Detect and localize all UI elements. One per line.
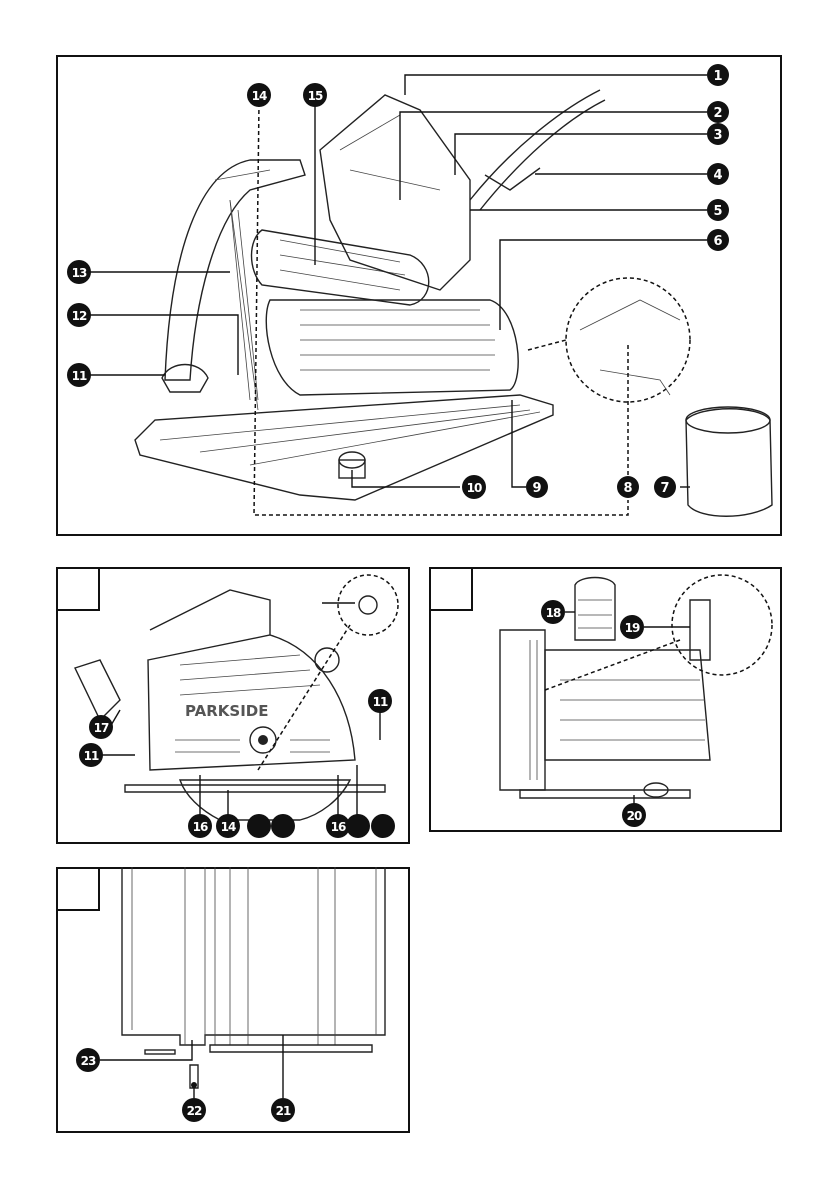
callout-23: 23 [76,1048,100,1072]
svg-text:21: 21 [276,1104,291,1118]
svg-text:22: 22 [187,1104,202,1118]
callout-22: 22 [182,1098,206,1122]
svg-text:23: 23 [81,1054,96,1068]
callout-21: 21 [271,1098,295,1122]
